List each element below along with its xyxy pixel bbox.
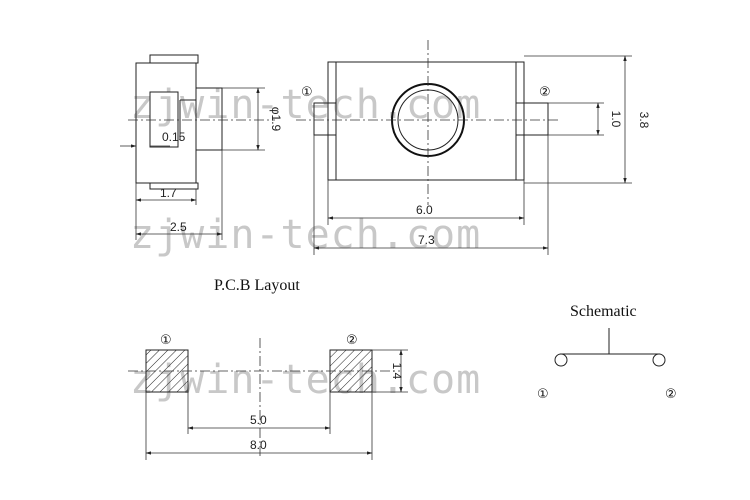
- schematic-pin-2-label: ②: [665, 387, 677, 402]
- top-pin-1-label: ①: [301, 85, 313, 100]
- side-dim-total: 2.5: [170, 220, 187, 234]
- pcb-pin-1-label: ①: [160, 333, 172, 348]
- schematic-pin-1-label: ①: [537, 387, 549, 402]
- top-dim-lead: 1.0: [609, 111, 623, 128]
- side-bottom-clip: [149, 182, 199, 190]
- top-dim-total: 7.3: [418, 233, 435, 247]
- side-inner: [149, 91, 179, 148]
- side-dim-lead: 0.15: [162, 130, 186, 144]
- side-view: φ1.9 0.15 1.7 2.5: [120, 54, 283, 240]
- pcb-dim-pad: 1.4: [390, 363, 404, 380]
- side-dim-body: 1.7: [160, 186, 177, 200]
- side-top-clip: [149, 54, 199, 64]
- top-view: ① ② 3.8 1.0 6.0 7.3: [296, 40, 651, 255]
- lead-right: [515, 102, 549, 136]
- schematic-title: Schematic: [570, 303, 637, 320]
- lead-left: [313, 102, 337, 136]
- pcb-dim-total: 8.0: [250, 438, 267, 452]
- pcb-title: P.C.B Layout: [214, 277, 300, 294]
- top-dim-width: 6.0: [416, 203, 433, 217]
- pcb-pin-2-label: ②: [346, 333, 358, 348]
- schematic-contact-1: [554, 353, 568, 367]
- pcb-dim-inner: 5.0: [250, 413, 267, 427]
- side-dim-height: φ1.9: [269, 107, 283, 132]
- pcb-layout: P.C.B Layout ① ② 1.4 5.0 8.0: [128, 277, 408, 460]
- schematic-contact-2: [652, 353, 666, 367]
- schematic: Schematic ① ②: [537, 303, 677, 402]
- side-actuator: [195, 87, 223, 151]
- top-body: [327, 61, 525, 181]
- top-pin-2-label: ②: [539, 85, 551, 100]
- top-dim-height: 3.8: [637, 112, 651, 129]
